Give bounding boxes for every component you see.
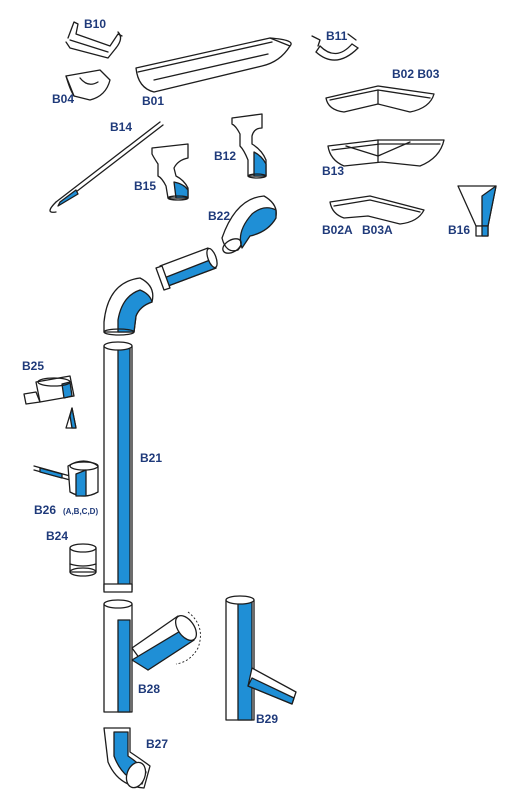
label-b15: B15 (134, 179, 156, 193)
label-b26: B26 (34, 503, 56, 517)
part-b02-b03-angle (325, 85, 435, 113)
part-b21-downpipe (103, 341, 133, 593)
label-b29: B29 (256, 712, 278, 726)
label-b12: B12 (214, 149, 236, 163)
label-b14: B14 (110, 120, 132, 134)
part-b11-clip (311, 33, 359, 61)
part-b24-socket (69, 543, 97, 577)
label-b21: B21 (140, 451, 162, 465)
label-b01: B01 (142, 94, 164, 108)
part-b16-funnel (457, 185, 497, 237)
part-b12-outlet (231, 113, 267, 179)
label-b25: B25 (22, 359, 44, 373)
part-b25-bracket (23, 375, 77, 429)
part-b26-bracket (33, 460, 99, 497)
label-b27: B27 (146, 737, 168, 751)
part-b15-outlet (151, 143, 189, 201)
part-connector-pipe (155, 247, 218, 291)
part-b13-corner (327, 139, 445, 167)
label-b16: B16 (448, 223, 470, 237)
part-b27-shoe (103, 727, 151, 789)
label-b04: B04 (52, 92, 74, 106)
label-b13: B13 (322, 164, 344, 178)
part-b02a-b03a-angle (329, 195, 425, 225)
label-b28: B28 (138, 682, 160, 696)
part-b10-bracket (65, 21, 123, 59)
label-b02a: B02A (322, 223, 353, 237)
part-b22-elbow (221, 195, 277, 254)
part-b14-rod (49, 121, 164, 213)
part-b29-branch (225, 595, 297, 721)
label-b02-b03: B02 B03 (392, 67, 440, 81)
label-b24: B24 (46, 529, 68, 543)
part-b04-gutter-end (65, 69, 111, 101)
label-b26-suffix: (A,B,C,D) (63, 507, 98, 516)
part-b28-branch (103, 599, 201, 713)
label-b11: B11 (326, 29, 348, 43)
label-b22: B22 (208, 209, 230, 223)
label-b03a: B03A (362, 223, 393, 237)
part-upper-elbow (103, 277, 154, 336)
label-b10: B10 (84, 17, 106, 31)
part-b01-gutter (135, 37, 292, 93)
